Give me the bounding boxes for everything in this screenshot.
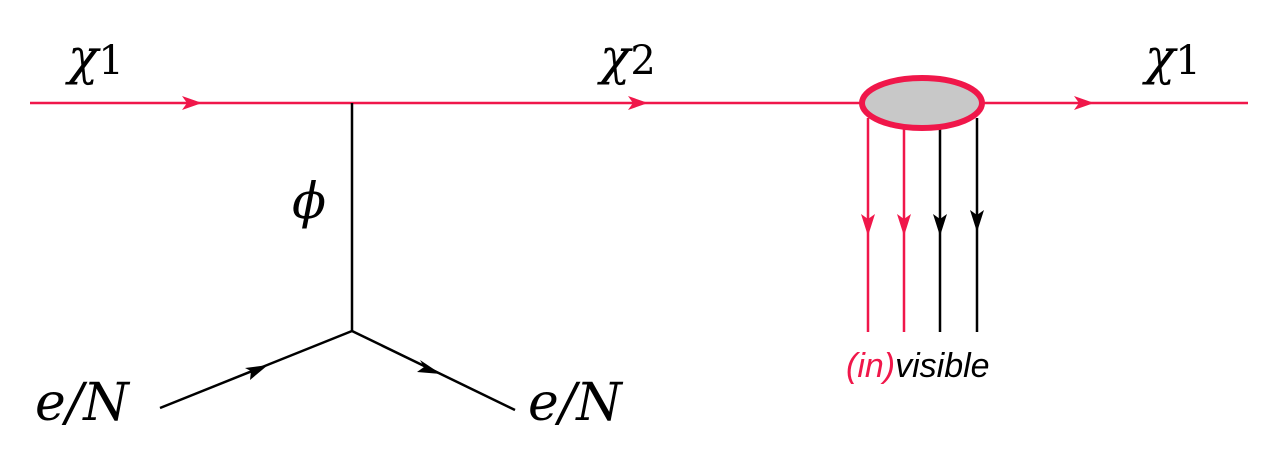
- decay-arrow-visible-2: [970, 210, 984, 232]
- target-arrows: [245, 360, 441, 380]
- target-lines: [159, 329, 516, 412]
- decay-invisible-label: (in): [846, 347, 895, 385]
- target-outgoing-label: e/N: [528, 373, 623, 433]
- decay-visible-label: visible: [895, 347, 989, 385]
- chi1-out-symbol: χ: [1142, 28, 1178, 86]
- chi2-arrow: [628, 96, 648, 110]
- chi1-outgoing-label: χ1: [1142, 28, 1201, 86]
- chi2-symbol: χ: [597, 28, 633, 86]
- target-out-arrow: [417, 360, 441, 374]
- chi1-in-symbol: χ: [65, 28, 101, 86]
- decay-arrow-invisible-1: [861, 214, 875, 236]
- target-in-arrow: [245, 365, 268, 380]
- decay-arrow-invisible-2: [897, 214, 911, 236]
- chi2-label: χ2: [597, 28, 656, 86]
- chi1-in-subscript: 1: [98, 38, 123, 84]
- chi1-incoming-label: χ1: [65, 28, 124, 86]
- decay-legs: [866, 118, 979, 332]
- target-incoming-label: e/N: [35, 373, 130, 433]
- chi1-in-arrow: [182, 96, 202, 110]
- chi2-subscript: 2: [630, 38, 655, 84]
- chi1-out-subscript: 1: [1175, 38, 1200, 84]
- mediator-label: ϕ: [292, 172, 326, 230]
- decay-products-label: (in)visible: [846, 347, 990, 385]
- decay-arrow-visible-1: [933, 214, 947, 236]
- dark-matter-arrows: [182, 96, 1094, 110]
- decay-blob: [859, 75, 985, 131]
- chi1-out-arrow: [1074, 96, 1094, 110]
- decay-arrows: [861, 210, 984, 236]
